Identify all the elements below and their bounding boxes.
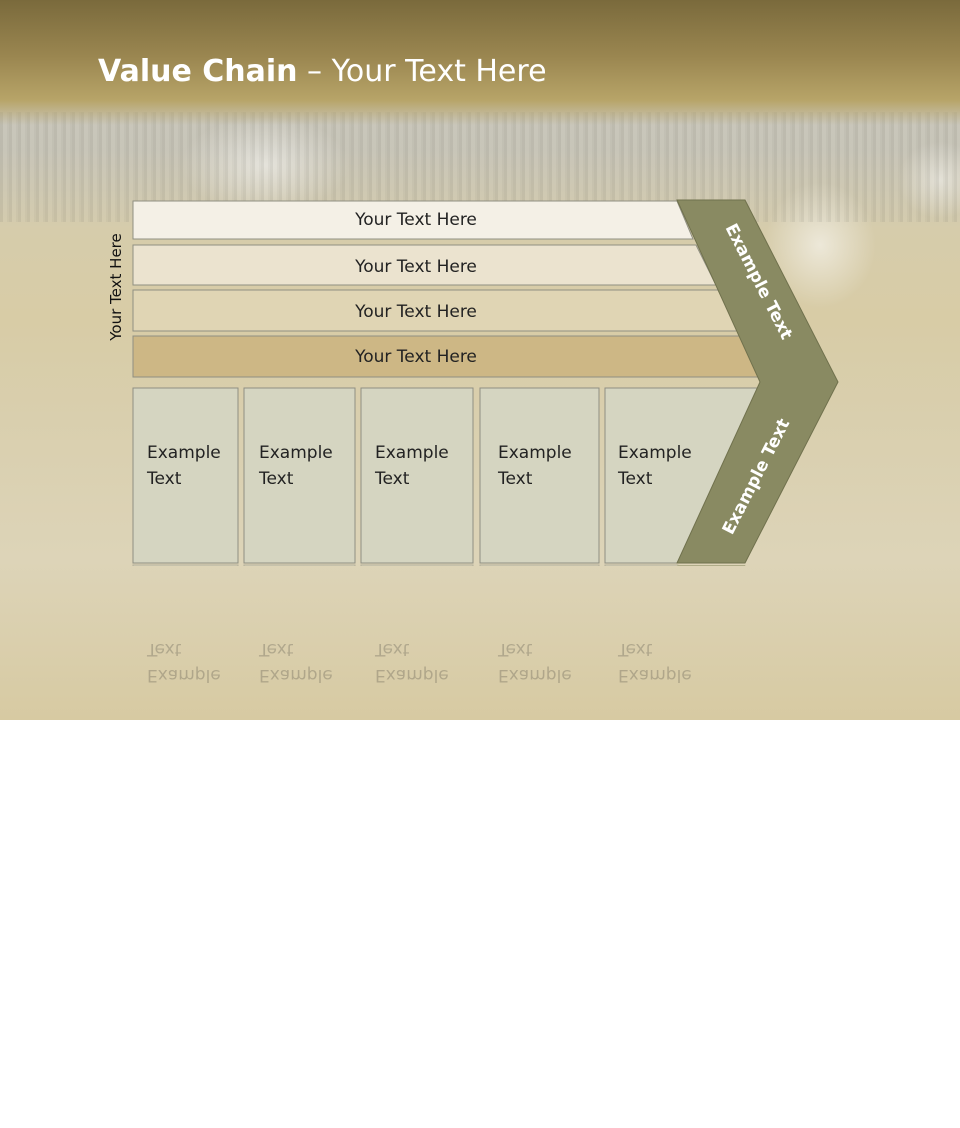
column-text-2-line2: Text bbox=[259, 469, 294, 489]
title-banner bbox=[0, 0, 960, 125]
column-text-4-line2: Text bbox=[498, 469, 533, 489]
column-cell-3[interactable] bbox=[360, 387, 474, 564]
diagram-reflection bbox=[132, 564, 800, 720]
title-bold: Value Chain bbox=[98, 54, 298, 89]
row-bar-1[interactable] bbox=[132, 200, 694, 240]
column-text-3-line2: Text bbox=[375, 469, 410, 489]
column-text-1-line1: Example bbox=[147, 443, 221, 463]
column-text-3-line1: Example bbox=[375, 443, 449, 463]
value-arrow[interactable] bbox=[676, 199, 839, 564]
column-text-5-line2: Text bbox=[618, 469, 653, 489]
column-text-2-line1: Example bbox=[259, 443, 333, 463]
column-cell-1[interactable] bbox=[132, 387, 239, 564]
row-label-2: Your Text Here bbox=[354, 257, 477, 277]
column-cell-4[interactable] bbox=[479, 387, 600, 564]
row-label-4: Your Text Here bbox=[354, 347, 477, 367]
value-chain-diagram: Your Text Here Your Text Here Your Text … bbox=[132, 199, 839, 720]
page-title: Value Chain – Your Text Here bbox=[98, 54, 547, 89]
column-text-5-line1: Example bbox=[618, 443, 692, 463]
row-label-1: Your Text Here bbox=[354, 210, 477, 230]
column-cell-2[interactable] bbox=[243, 387, 356, 564]
title-rest: – Your Text Here bbox=[297, 54, 547, 89]
column-text-1-line2: Text bbox=[147, 469, 182, 489]
column-text-4-line1: Example bbox=[498, 443, 572, 463]
row-label-3: Your Text Here bbox=[354, 302, 477, 322]
